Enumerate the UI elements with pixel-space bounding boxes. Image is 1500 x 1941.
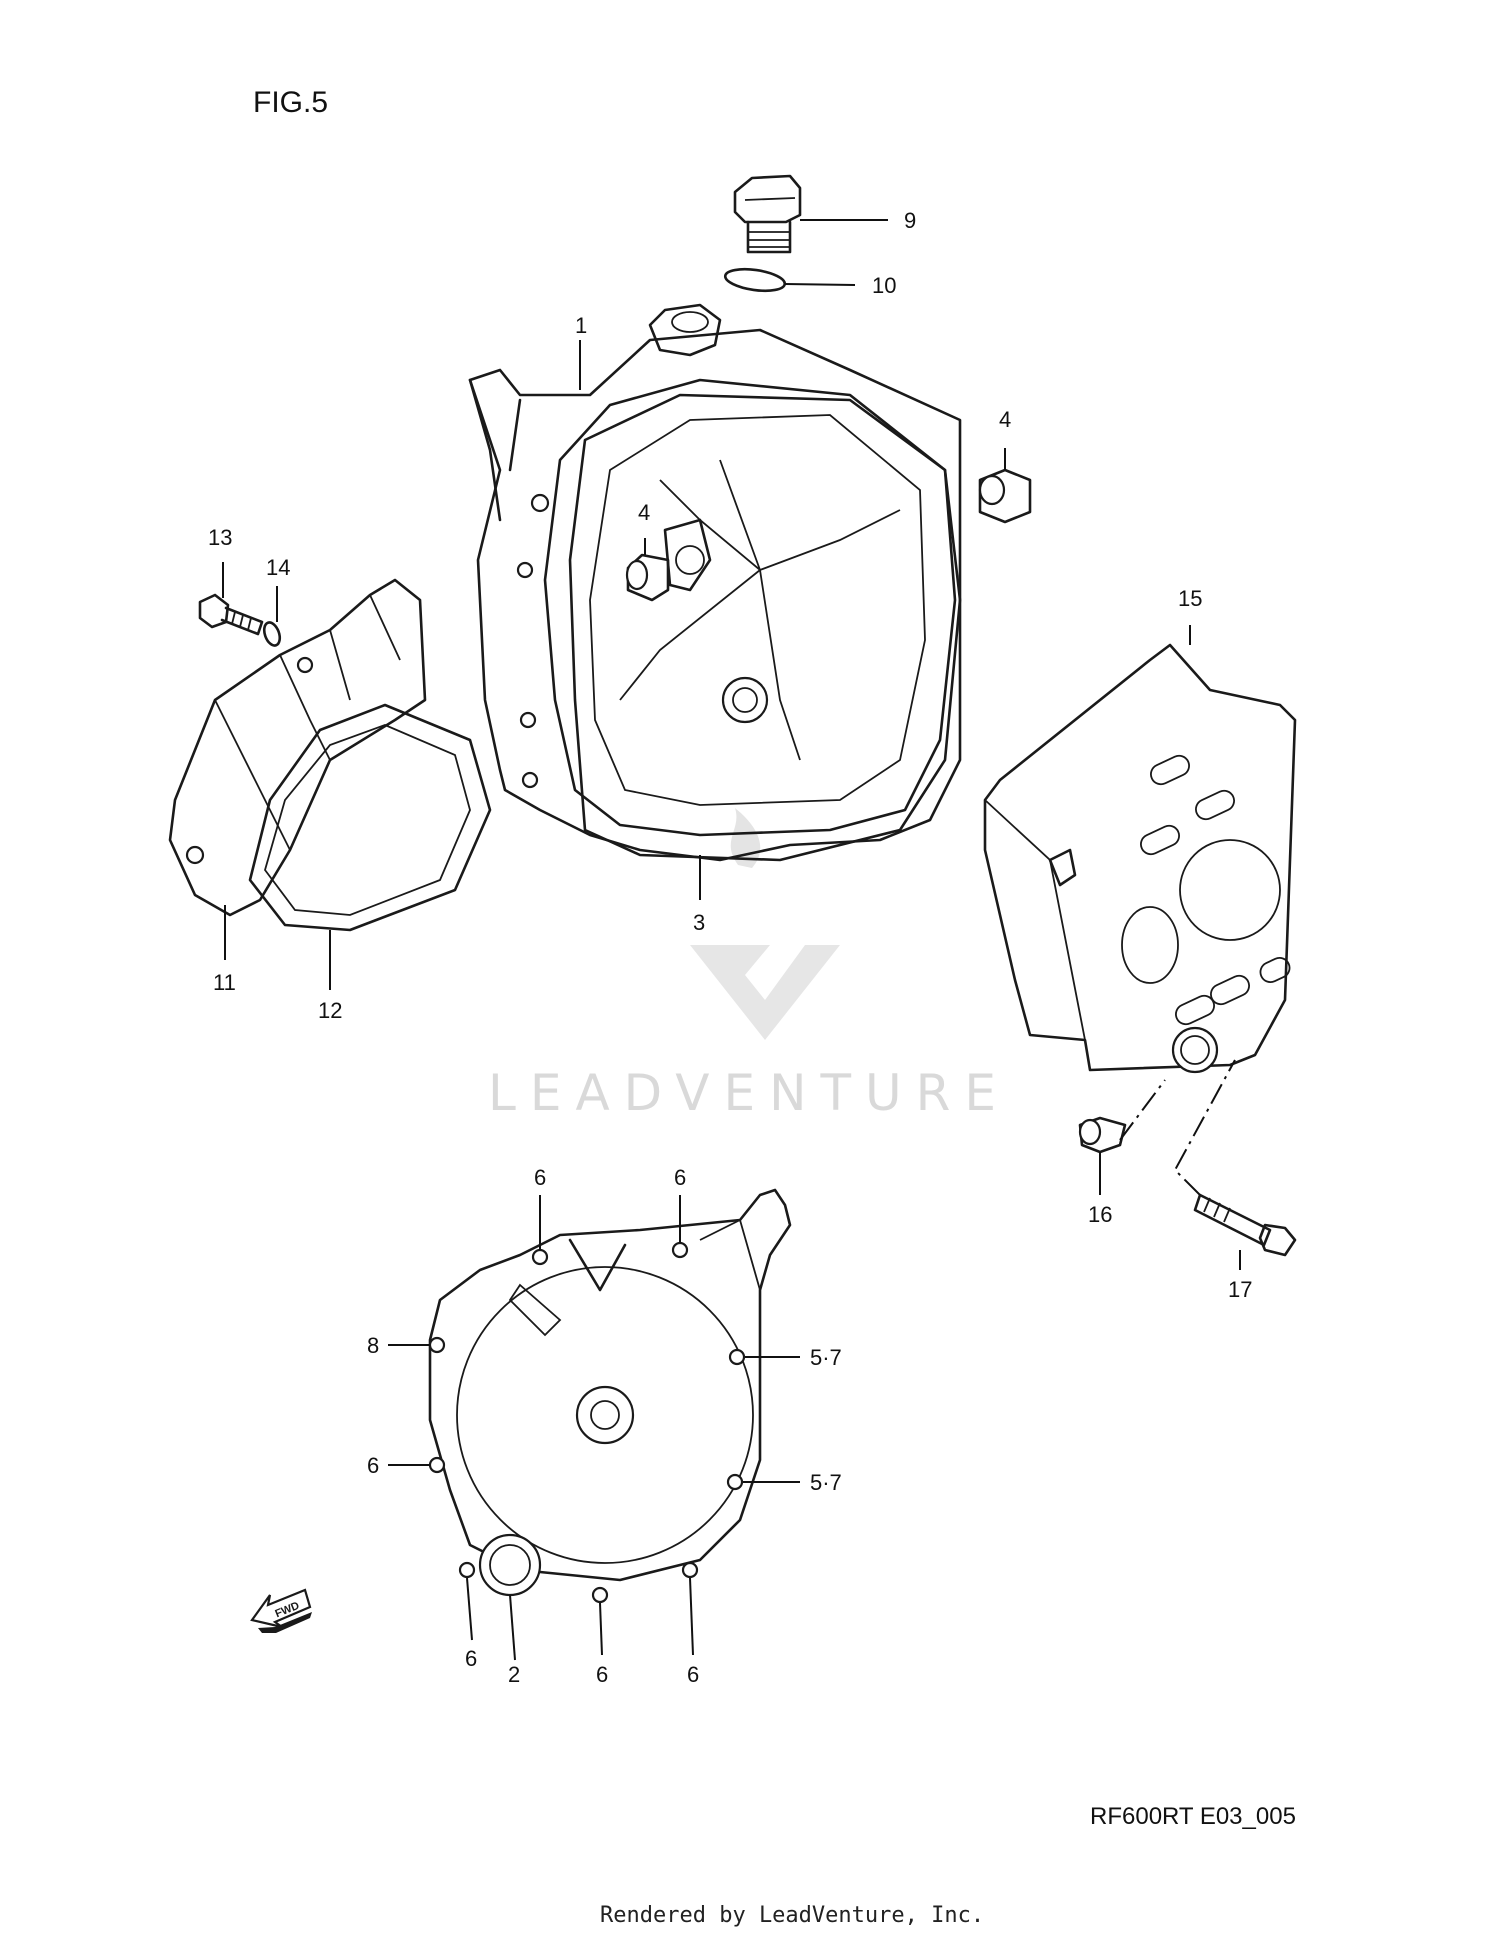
rendered-by-footer: Rendered by LeadVenture, Inc.	[600, 1903, 984, 1928]
callout-6-bottom-left: 6	[465, 1646, 477, 1671]
callout-13: 13	[208, 525, 232, 550]
callout-14: 14	[266, 555, 290, 580]
dowel-pin-center	[625, 553, 670, 602]
callout-6-top-right: 6	[674, 1165, 686, 1190]
washer-14	[262, 621, 282, 647]
assembly-line-16	[1119, 1079, 1166, 1141]
assembly-line-17	[1173, 1059, 1236, 1196]
callout-5-7-lower: 5·7	[810, 1470, 842, 1495]
clutch-cover-gasket	[568, 393, 962, 862]
callout-5-7-upper: 5·7	[810, 1345, 842, 1370]
callout-12: 12	[318, 998, 342, 1023]
callout-6-left: 6	[367, 1453, 379, 1478]
bolt-13	[198, 593, 264, 636]
fwd-arrow-icon: FWD	[250, 1588, 312, 1633]
gasket-12	[248, 703, 492, 932]
leader-lines	[222, 219, 1241, 1661]
callout-6-bottom-right: 6	[687, 1662, 699, 1687]
callout-11: 11	[213, 970, 236, 995]
figure-title: FIG.5	[253, 86, 328, 119]
oil-filler-cap	[733, 174, 802, 254]
callout-labels: 9 10 1 4 4 3 13 14 11 12 15 16 17 6 6 8 …	[208, 208, 1252, 1687]
callout-10: 10	[872, 273, 896, 298]
callout-9: 9	[904, 208, 916, 233]
side-cover-11	[168, 578, 427, 917]
protective-cover-15	[983, 643, 1297, 1074]
bolt-17	[1193, 1193, 1297, 1257]
callout-1: 1	[575, 313, 587, 338]
callout-6-top-left: 6	[534, 1165, 546, 1190]
diagram-code: RF600RT E03_005	[1090, 1803, 1296, 1830]
watermark-text: LEADVENTURE	[488, 1064, 1010, 1122]
callout-3: 3	[693, 910, 705, 935]
clutch-cover	[468, 303, 962, 862]
callout-2: 2	[508, 1662, 520, 1687]
watermark-v-logo-icon	[690, 945, 840, 1040]
spacer-16	[1078, 1116, 1127, 1154]
watermark: LEADVENTURE	[488, 808, 1010, 1122]
callout-16: 16	[1088, 1202, 1112, 1227]
dowel-pin-right	[978, 468, 1032, 524]
generator-cover	[428, 1188, 792, 1604]
o-ring	[723, 267, 787, 293]
callout-8: 8	[367, 1333, 379, 1358]
callout-4-center: 4	[638, 500, 650, 525]
callout-6-bottom-center: 6	[596, 1662, 608, 1687]
callout-17: 17	[1228, 1277, 1252, 1302]
callout-4-right: 4	[999, 407, 1011, 432]
callout-15: 15	[1178, 586, 1202, 611]
